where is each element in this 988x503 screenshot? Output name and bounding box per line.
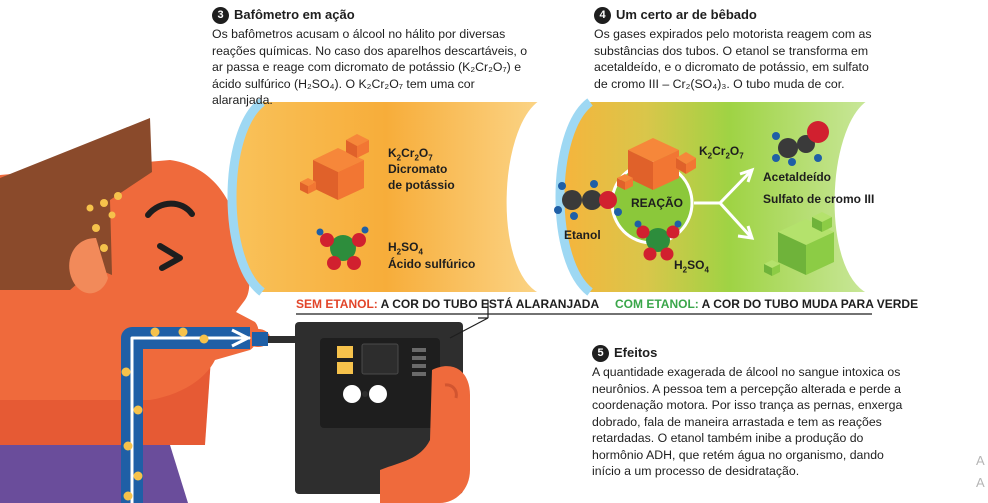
left-dichromate-name-1: Dicromato: [388, 162, 448, 176]
shirt: [0, 445, 188, 503]
hair: [0, 118, 152, 290]
dichromate-cube-icon: [300, 134, 369, 200]
ethanol-label: Etanol: [564, 228, 601, 242]
step3-title: Bafômetro em ação: [234, 7, 355, 22]
step5-heading: 5 Efeitos: [592, 344, 910, 362]
step3-number-badge: 3: [212, 6, 229, 24]
ethanol-molecule-icon: [554, 180, 622, 220]
step5-number-badge: 5: [592, 344, 609, 362]
hand: [380, 366, 470, 503]
step4-number-badge: 4: [594, 6, 611, 24]
step3-body: Os bafômetros acusam o álcool no hálito …: [212, 27, 528, 107]
step3-block: 3 Bafômetro em ação Os bafômetros acusam…: [212, 6, 537, 109]
tube-without-ethanol: [227, 98, 541, 296]
right-dichromate-formula: K2Cr2O7: [699, 144, 744, 161]
sulfuric-acid-molecule-icon: [316, 226, 369, 270]
left-dichromate-name-2: de potássio: [388, 178, 455, 192]
right-acid-formula: H2SO4: [674, 258, 709, 275]
left-acid-formula: H2SO4: [388, 240, 423, 257]
left-acid-name: Ácido sulfúrico: [388, 257, 476, 271]
step3-heading: 3 Bafômetro em ação: [212, 6, 537, 24]
edge-letter: A: [976, 475, 985, 490]
ear: [69, 238, 108, 294]
caption-with-ethanol: COM ETANOL: A COR DO TUBO MUDA PARA VERD…: [615, 297, 919, 311]
step4-heading: 4 Um certo ar de bêbado: [594, 6, 884, 24]
edge-letter: A: [976, 453, 985, 468]
cropped-edge-text: A A: [976, 450, 988, 494]
dichromate-cube-icon-2: [617, 138, 696, 190]
acetaldehyde-label: Acetaldeído: [763, 170, 832, 184]
step5-block: 5 Efeitos A quantidade exagerada de álco…: [592, 344, 910, 480]
step4-block: 4 Um certo ar de bêbado Os gases expirad…: [594, 6, 884, 92]
step4-title: Um certo ar de bêbado: [616, 7, 757, 22]
chromium-sulfate-label: Sulfato de cromo III: [763, 192, 875, 206]
breath-tube-icon: [121, 327, 310, 503]
step5-title: Efeitos: [614, 345, 658, 360]
eye-icon: [145, 200, 195, 218]
left-dichromate-formula: K2Cr2O7: [388, 146, 433, 163]
reaction-label: REAÇÃO: [631, 196, 684, 210]
sulfuric-acid-molecule-icon-2: [634, 220, 682, 261]
tube-with-ethanol: [554, 98, 869, 296]
caption-without-ethanol: SEM ETANOL: A COR DO TUBO ESTÁ ALARANJAD…: [296, 297, 600, 311]
chromium-sulfate-cube-icon: [764, 212, 834, 276]
reaction-arrow-icon: [694, 167, 755, 240]
step5-body: A quantidade exagerada de álcool no sang…: [592, 365, 903, 478]
step4-body: Os gases expirados pelo motorista reagem…: [594, 27, 872, 91]
breathalyzer-device-icon: [295, 322, 470, 503]
acetaldehyde-molecule-icon: [772, 121, 829, 166]
